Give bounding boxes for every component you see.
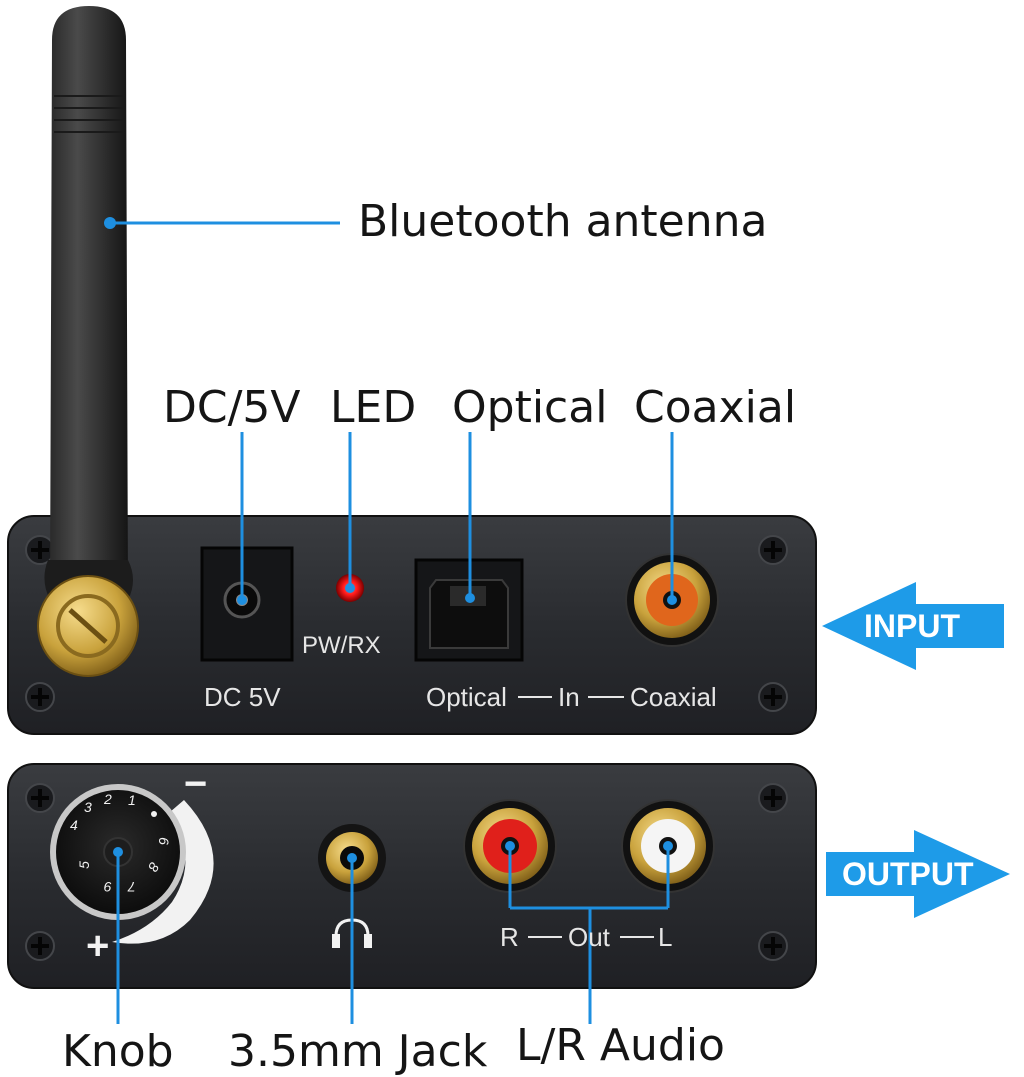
input-arrow [822,582,1004,670]
screw-icon [25,535,55,565]
knob-number: 2 [104,791,112,807]
callout-audio: L/R Audio [516,1020,725,1071]
screw-icon [25,931,55,961]
callout-optical: Optical [452,382,608,433]
l-label: L [658,922,673,952]
knob-number: 3 [84,799,92,815]
callout-lines [104,217,677,1024]
out-label: Out [568,922,610,952]
r-label: R [500,922,519,952]
screw-icon [758,535,788,565]
coaxial-label: Coaxial [630,682,717,712]
knob-number: 9 [104,879,112,895]
callout-coaxial: Coaxial [634,382,797,433]
top-panel [7,515,817,735]
output-arrow [826,830,1010,918]
knob-number: 4 [70,817,78,833]
screw-icon [758,783,788,813]
callout-dc: DC/5V [163,382,301,433]
bluetooth-antenna [37,6,139,677]
dc-label: DC 5V [204,682,281,712]
knob-number: 7 [128,879,136,895]
callout-antenna: Bluetooth antenna [358,196,768,247]
knob-number: 6 [155,837,172,845]
minus-label: − [184,762,208,806]
input-arrow-label: INPUT [864,608,960,644]
screw-icon [758,682,788,712]
callout-led: LED [330,382,417,433]
output-arrow-label: OUTPUT [842,856,974,892]
callout-knob: Knob [62,1026,174,1077]
knob-number: 5 [75,861,92,869]
callout-jack: 3.5mm Jack [228,1026,488,1077]
dc-jack [200,546,294,662]
volume-arc [112,800,214,944]
screw-icon [25,682,55,712]
in-label: In [558,682,580,712]
led-label: PW/RX [302,632,381,659]
screw-icon [758,931,788,961]
screw-icon [25,783,55,813]
plus-label: + [86,924,110,968]
knob-number: 1 [128,792,136,808]
optical-label: Optical [426,682,507,712]
